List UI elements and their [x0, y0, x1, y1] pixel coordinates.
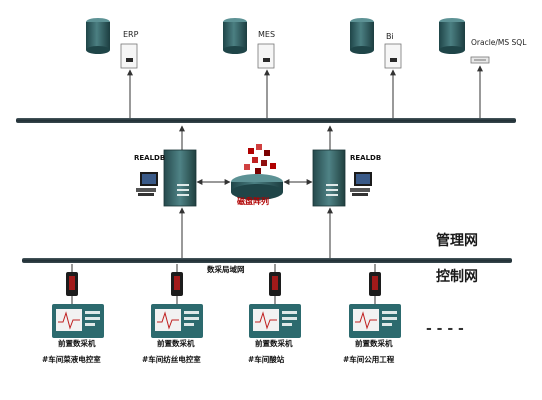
- workstation-1-caption: 前置数采机: [58, 339, 96, 348]
- bi-server-icon: [350, 18, 402, 69]
- mes-server-icon: [223, 18, 275, 69]
- mes-label: MES: [258, 30, 276, 39]
- realdb-left-label: REALDB: [134, 154, 166, 162]
- control-network-label: 控制网: [436, 269, 478, 285]
- pc-left-icon: [136, 172, 158, 196]
- lan-label: 数采局域网: [207, 265, 245, 274]
- oracle-server-icon: [439, 18, 490, 64]
- workstation-4-location: #车间公用工程: [343, 355, 395, 364]
- workstation-1-location: #车间菜液电控室: [42, 355, 101, 364]
- erp-server-icon: [86, 18, 138, 69]
- workstation-2-location: #车间纺丝电控室: [142, 355, 201, 364]
- management-network-label: 管理网: [436, 233, 478, 249]
- realdb-right-tower-icon: [312, 149, 346, 207]
- erp-label: ERP: [123, 30, 139, 39]
- ups-4-icon: [369, 264, 381, 304]
- workstation-3-caption: 前置数采机: [255, 339, 293, 348]
- control-bus: [22, 258, 512, 263]
- workstation-3-icon: [249, 304, 301, 338]
- management-bus: [16, 118, 516, 123]
- disk-array-label: 磁盘阵列: [237, 197, 269, 206]
- workstation-3-location: #车间酸站: [248, 355, 285, 364]
- ups-3-icon: [269, 264, 281, 304]
- disk-array-icon: [231, 144, 283, 200]
- workstation-4-icon: [349, 304, 401, 338]
- realdb-right-label: REALDB: [350, 154, 382, 162]
- oracle-label: Oracle/MS SQL: [471, 38, 527, 47]
- more-stations-indicator: - - - -: [426, 321, 464, 337]
- ups-2-icon: [171, 264, 183, 304]
- workstation-1-icon: [52, 304, 104, 338]
- pc-right-icon: [350, 172, 372, 196]
- bi-label: Bi: [386, 32, 394, 41]
- realdb-left-tower-icon: [163, 149, 197, 207]
- workstation-2-icon: [151, 304, 203, 338]
- workstation-2-caption: 前置数采机: [157, 339, 195, 348]
- workstation-4-caption: 前置数采机: [355, 339, 393, 348]
- ups-1-icon: [66, 264, 78, 304]
